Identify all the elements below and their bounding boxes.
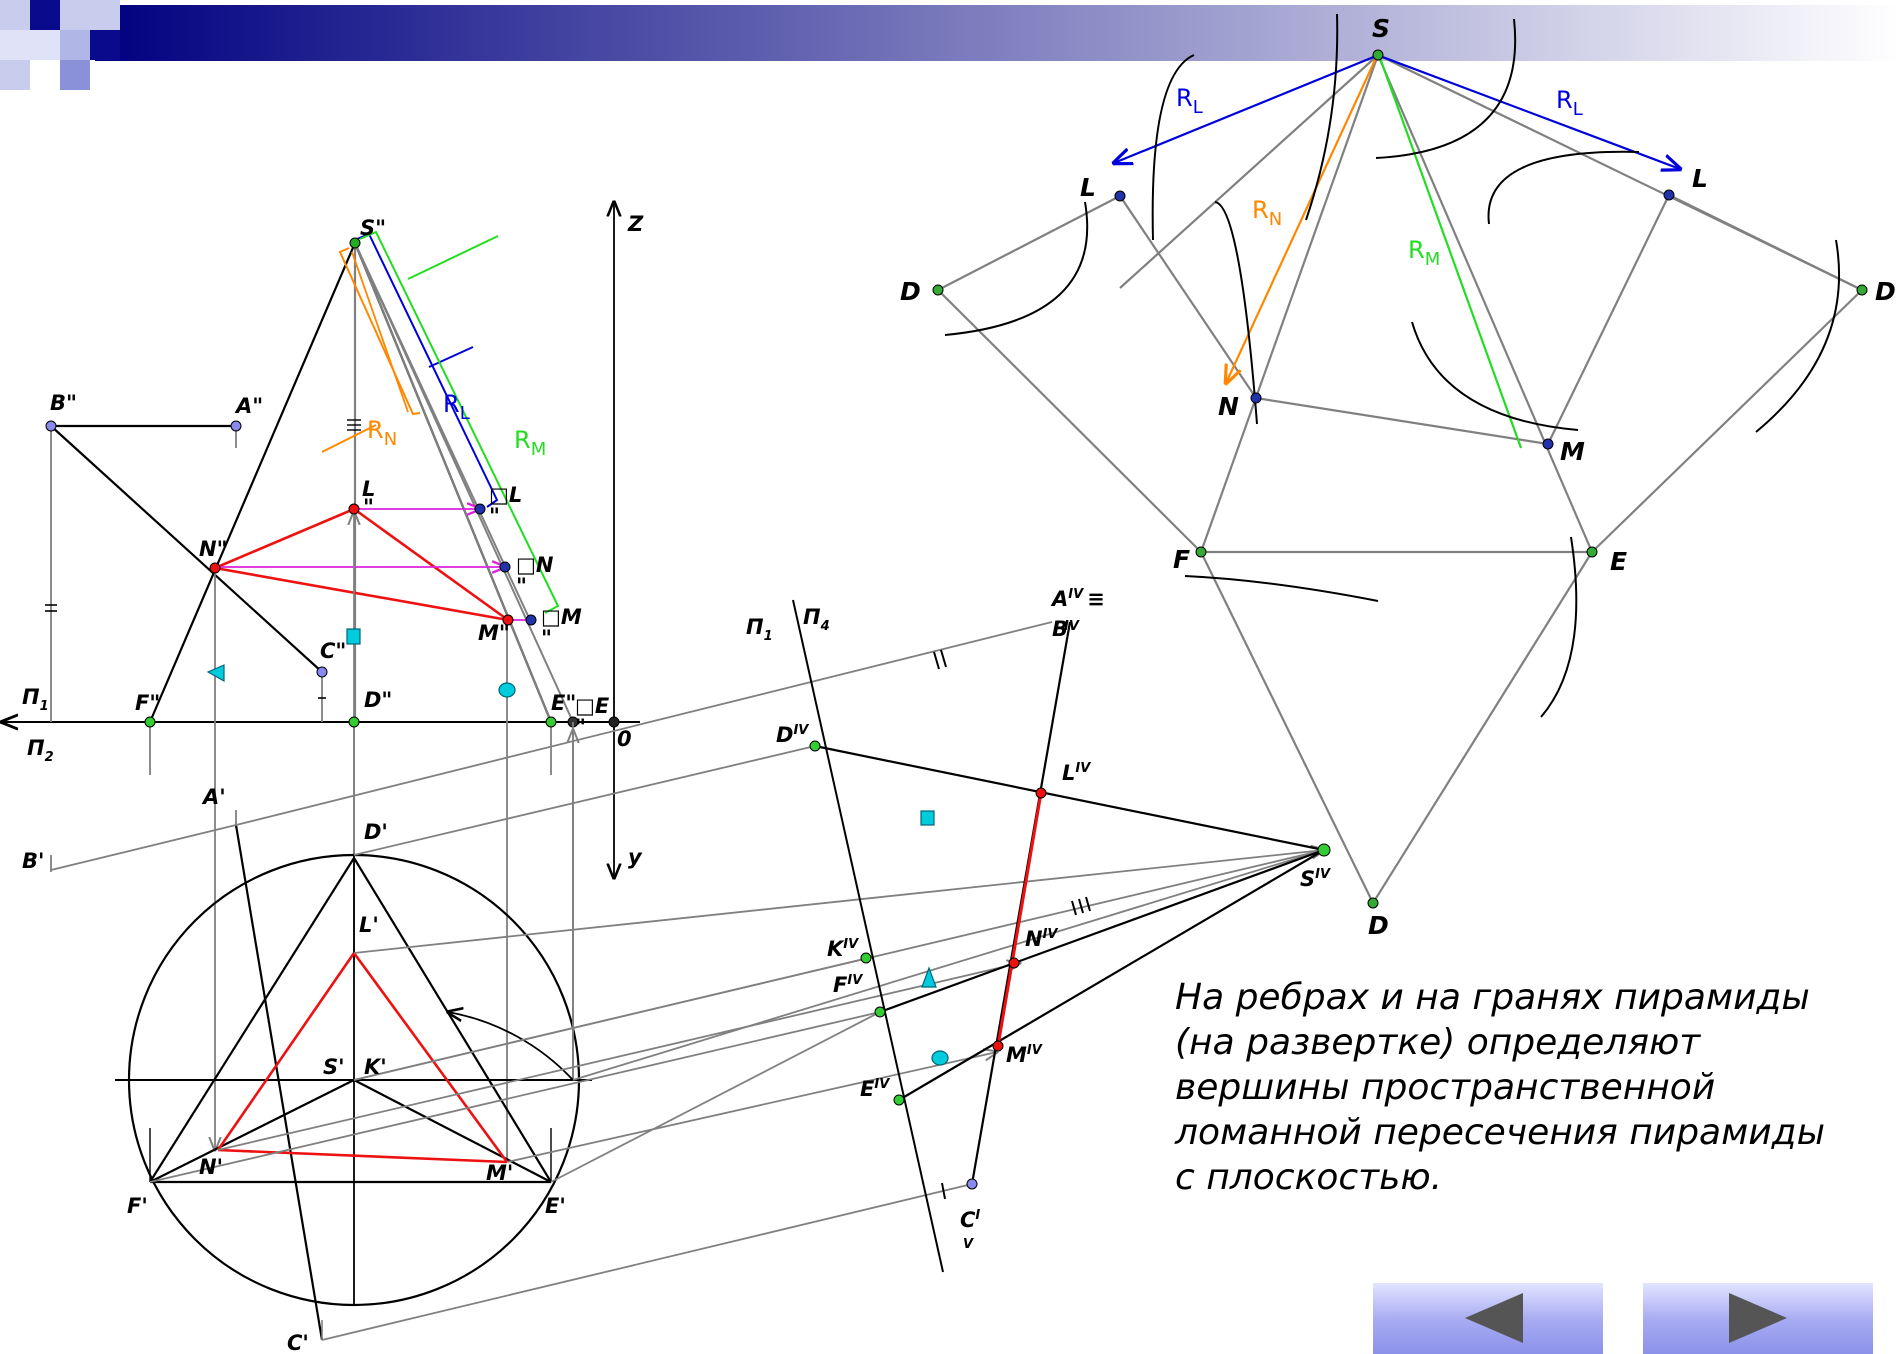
label-Mbox: □M: [541, 605, 582, 629]
caption-line-4: ломанной пересечения пирамиды: [1175, 1112, 1825, 1153]
label-pi4-right: П4: [803, 605, 830, 634]
caption-line-2: (на развертке) определяют: [1175, 1022, 1701, 1063]
label-F1: F': [127, 1194, 148, 1218]
label-N-dev: N: [1218, 392, 1239, 421]
label-A4: AIV≡: [1050, 587, 1105, 611]
label-D1: D': [364, 820, 388, 844]
label-Mbox-quote: ": [541, 626, 552, 650]
label-C4-sup: V: [963, 1237, 974, 1252]
label-A1: A': [201, 785, 226, 809]
label-B1: B': [22, 849, 44, 873]
label-S4: SIV: [1300, 867, 1331, 891]
label-z-axis: Z: [627, 212, 644, 236]
title-banner: [0, 0, 1901, 90]
previous-slide-button[interactable]: [1373, 1283, 1603, 1354]
radius-l-bracket: [356, 232, 499, 508]
labels-development: S L L D D N M F E D RL RL RN RM: [900, 14, 1896, 940]
label-F-dev: F: [1173, 545, 1190, 574]
section-aux-trace: [996, 792, 1043, 1047]
label-pi1-left: П1: [22, 685, 49, 714]
label-N4: NIV: [1025, 927, 1058, 951]
label-Ebox: □E: [575, 694, 610, 718]
label-RL-front: RL: [443, 390, 470, 424]
axis-pi1-pi4: [792, 599, 944, 1273]
auxiliary-projection: [792, 599, 1331, 1273]
label-origin: 0: [617, 727, 632, 751]
label-D-dev-right: D: [1875, 277, 1896, 306]
label-L-dev-left: L: [1080, 173, 1096, 202]
labels-front: S" B" A" N" M" C" F" D" E" L " П1 П2 Z y…: [22, 212, 644, 869]
label-L2-quote: ": [363, 495, 374, 519]
label-N1: N': [199, 1155, 223, 1179]
label-pi2-left: П2: [27, 736, 54, 765]
caption-line-5: с плоскостью.: [1175, 1157, 1443, 1198]
label-RN-dev: RN: [1252, 196, 1282, 230]
caption-line-1: На ребрах и на гранях пирамиды: [1175, 977, 1810, 1018]
label-N2: N": [199, 537, 228, 561]
section-plan: [216, 952, 509, 1164]
label-RM-dev: RM: [1408, 236, 1440, 270]
label-L1: L': [359, 913, 379, 937]
projection-transfer-lines: [50, 621, 1324, 1341]
label-RL-dev-right: RL: [1556, 86, 1583, 120]
label-RM-front: RM: [514, 426, 546, 460]
label-S-dev: S: [1372, 14, 1390, 43]
radius-m-bracket: [359, 230, 560, 614]
label-A2: A": [234, 394, 263, 418]
label-B2: B": [50, 391, 77, 415]
label-D-dev-bottom: D: [1368, 911, 1389, 940]
label-D-dev-left: D: [900, 277, 921, 306]
label-RN-front: RN: [367, 416, 397, 450]
label-L2: L: [362, 477, 375, 501]
labels-aux: П1 П4 AIV≡ BIV DIV LIV SIV KIV FIV NIV M…: [746, 587, 1331, 1252]
triangle-right-icon: [1729, 1293, 1787, 1343]
caption-line-3: вершины пространственной: [1175, 1067, 1716, 1108]
label-S2: S": [360, 216, 386, 240]
label-F2: F": [135, 691, 160, 715]
label-K1: K': [364, 1055, 387, 1079]
label-Lbox: □L: [489, 483, 522, 507]
label-Lbox-quote: ": [489, 504, 500, 528]
section-front: [214, 507, 509, 622]
label-E4: EIV: [860, 1077, 890, 1101]
label-Ebox-quote: ": [575, 715, 586, 739]
line-AC-plan: [234, 824, 324, 1341]
label-L-dev-right: L: [1692, 164, 1708, 193]
label-D4: DIV: [776, 723, 809, 747]
label-E2: E": [551, 691, 576, 715]
label-E1: E': [545, 1194, 566, 1218]
label-L4: LIV: [1062, 761, 1091, 785]
tick-marks: [933, 649, 1091, 1200]
horizontal-projection: [115, 824, 592, 1341]
pyramid-development: [932, 13, 1868, 909]
label-F4: FIV: [833, 973, 863, 997]
label-B4: BIV: [1052, 617, 1080, 641]
label-K4: KIV: [827, 937, 859, 961]
label-y-axis: y: [628, 845, 643, 869]
label-M-dev: M: [1560, 437, 1585, 466]
radius-n-bracket: [338, 247, 421, 416]
triangle-left-icon: [1465, 1293, 1523, 1343]
label-C2: C": [320, 639, 346, 663]
next-slide-button[interactable]: [1643, 1283, 1873, 1354]
label-S1: S': [323, 1055, 345, 1079]
label-D2: D": [364, 688, 392, 712]
label-M1: M': [486, 1161, 513, 1185]
labels-plan: A' B' D' L' S' K' N' M' F' E' C': [22, 785, 566, 1354]
label-Nbox-quote: ": [516, 574, 527, 598]
label-E-dev: E: [1610, 547, 1627, 576]
frontal-projection: [2, 202, 640, 1162]
label-M2: M": [478, 621, 510, 645]
line-BC-front: [50, 425, 323, 673]
label-M4: MIV: [1006, 1043, 1043, 1067]
label-RL-dev-left: RL: [1176, 84, 1203, 118]
explanation-caption: На ребрах и на гранях пирамиды (на разве…: [1175, 975, 1895, 1200]
label-pi1-right: П1: [746, 615, 773, 644]
label-C1: C': [287, 1331, 309, 1354]
label-C4: CI: [960, 1208, 980, 1232]
label-Nbox: □N: [516, 553, 554, 577]
